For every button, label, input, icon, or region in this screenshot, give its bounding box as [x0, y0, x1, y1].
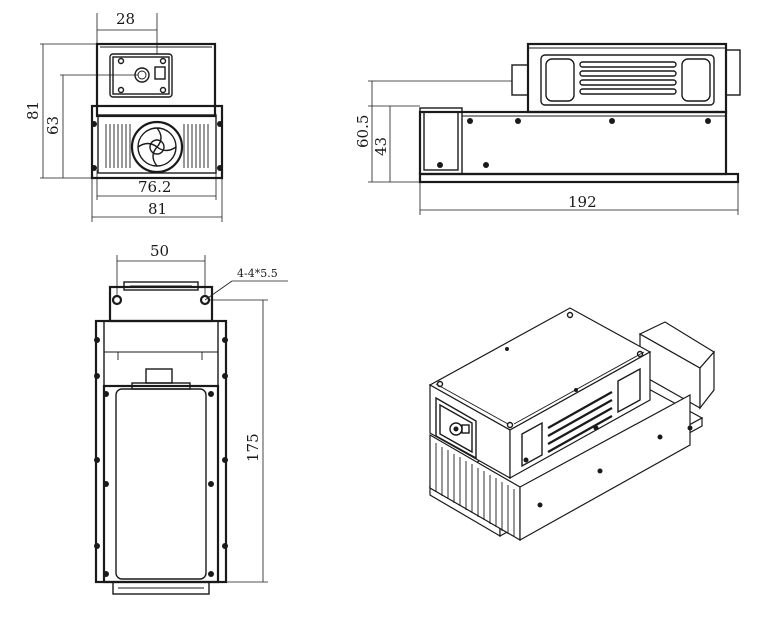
- iso-vent-slots: [547, 391, 613, 453]
- front-dim-total-width: 81: [148, 200, 167, 218]
- top-dim-width: 50: [150, 242, 169, 260]
- fan: [130, 120, 184, 174]
- top-dim-hole-note: 4-4*5.5: [237, 267, 278, 280]
- top-view: 50 4-4*5.5 175: [94, 242, 288, 595]
- side-vent-slots: [579, 61, 677, 95]
- front-view: 28 81 63 76.2 81: [24, 10, 224, 222]
- side-view: 60.5 43 192: [354, 42, 741, 215]
- top-dimensions: [116, 255, 288, 583]
- side-dimensions: [368, 80, 739, 215]
- top-screws: [94, 337, 228, 577]
- side-dim-total-height: 60.5: [354, 115, 372, 148]
- top-dim-length: 175: [244, 433, 262, 462]
- front-dim-total-height: 81: [24, 101, 42, 120]
- front-dim-top: 28: [116, 10, 135, 28]
- front-dimensions: [40, 13, 223, 222]
- front-heatsink-fins: [105, 124, 209, 168]
- side-dim-length: 192: [568, 193, 597, 211]
- isometric-view: [428, 307, 715, 542]
- iso-heatsink-fins: [435, 443, 515, 537]
- side-dim-base-height: 43: [372, 137, 390, 156]
- front-dim-inner-width: 76.2: [138, 178, 171, 196]
- front-dim-mid-height: 63: [44, 116, 62, 135]
